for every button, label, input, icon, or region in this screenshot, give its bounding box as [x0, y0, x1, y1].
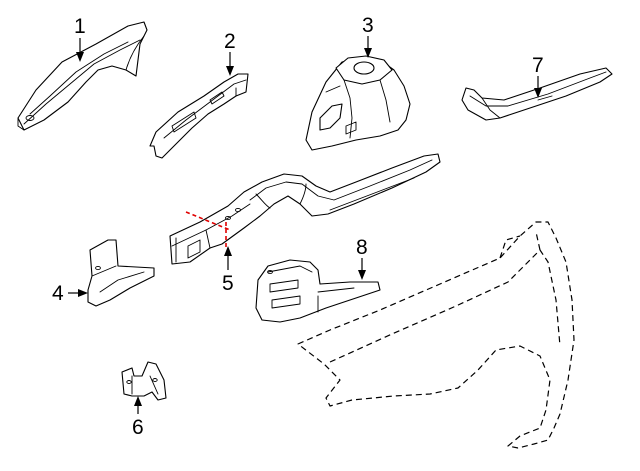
callout-1-label: 1	[74, 15, 86, 38]
callout-5-label: 5	[222, 272, 234, 295]
callout-2: 2	[224, 30, 236, 76]
callout-4: 4	[52, 282, 88, 305]
part-4-brace[interactable]	[87, 239, 155, 307]
callout-2-label: 2	[224, 30, 236, 53]
part-5-frame-rail[interactable]	[169, 153, 441, 265]
callout-7-label: 7	[532, 54, 544, 77]
callout-7: 7	[532, 54, 544, 98]
callout-5: 5	[222, 246, 234, 295]
part-2-reinforcement[interactable]	[149, 73, 249, 159]
part-3-strut-tower[interactable]	[305, 55, 411, 151]
callout-8: 8	[356, 236, 368, 280]
cut-line-horizontal	[185, 211, 231, 231]
fender-outline	[297, 221, 575, 449]
part-1-apron-rail[interactable]	[17, 21, 148, 131]
callout-3-label: 3	[362, 14, 374, 37]
callout-6: 6	[132, 396, 144, 439]
part-8-wheelhouse-panel[interactable]	[255, 259, 381, 323]
callout-1: 1	[74, 15, 86, 62]
callout-3: 3	[362, 14, 374, 58]
part-6-mounting-bracket[interactable]	[121, 361, 167, 401]
callout-6-label: 6	[132, 416, 144, 439]
callout-4-label: 4	[52, 282, 64, 305]
callout-8-label: 8	[356, 236, 368, 259]
